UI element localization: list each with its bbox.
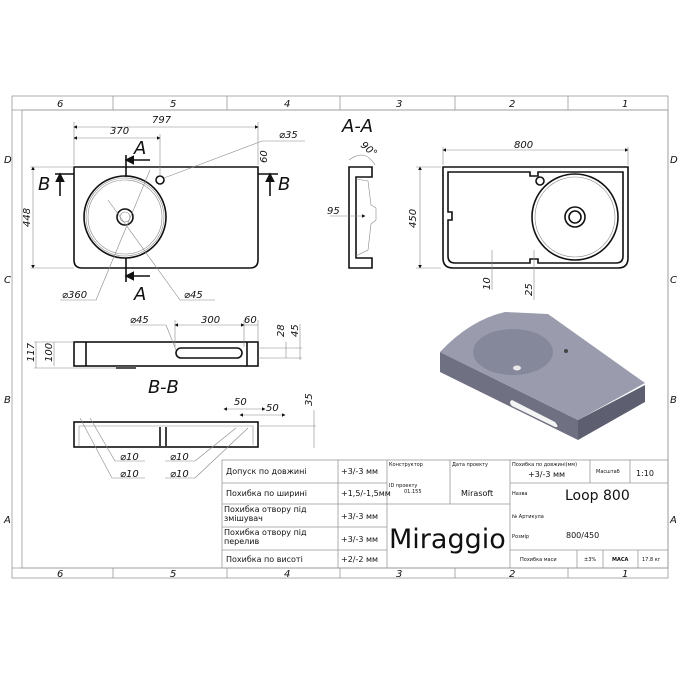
dim-60: 60 [259, 150, 270, 163]
product-3d-render [440, 312, 645, 440]
dim-hole-4: ⌀10 [170, 469, 189, 480]
section-a-top: A [133, 138, 146, 159]
dim-10: 10 [482, 277, 493, 290]
dim-797: 797 [152, 115, 172, 126]
tol-width-value: +1,5/-1,5мм [341, 489, 391, 498]
zone-col-1: 1 [622, 99, 628, 110]
zone-row-b: B [4, 395, 11, 406]
title-block: Допуск по довжині +3/-3 мм Похибка по ши… [221, 459, 669, 569]
name-label: Назва [512, 491, 528, 497]
dim-overflow-dia: ⌀35 [279, 130, 298, 141]
length-tol-label: Похибка по довжині(мм) [512, 462, 577, 468]
zone-col-3: 3 [396, 99, 402, 110]
dim-90-deg: 90° [358, 140, 379, 160]
scale-value: 1:10 [636, 469, 654, 478]
top-view: 800 450 10 25 [408, 140, 629, 300]
designer-label: Конструктор [389, 462, 423, 468]
render-drain [513, 365, 521, 371]
size-label: Розмір [512, 534, 529, 540]
product-name: Loop 800 [565, 488, 630, 504]
size-value: 800/450 [566, 531, 599, 540]
render-right-side [578, 385, 645, 440]
dim-50-a: 50 [234, 397, 247, 408]
zone-col-6-bottom: 6 [57, 569, 63, 580]
company-name: Mirasoft [461, 489, 493, 498]
dim-hole-1: ⌀10 [120, 452, 139, 463]
section-b-left: B [38, 174, 50, 195]
dim-50-b: 50 [266, 403, 279, 414]
section-aa-title: A-A [341, 116, 373, 137]
section-bb-view: ⌀45 300 60 28 45 117 100 B-B 50 50 35 ⌀1… [26, 315, 316, 480]
brand-logo: Miraggio [389, 524, 506, 555]
zone-row-b-right: B [670, 395, 677, 406]
length-tol-value: +3/-3 мм [528, 470, 565, 479]
tol-mixer-value: +3/-3 мм [341, 512, 378, 521]
mass-tol-value: ±3% [584, 557, 596, 563]
zone-row-c: C [4, 275, 11, 286]
zone-col-3-bottom: 3 [396, 569, 402, 580]
tol-width-label: Похибка по ширині [226, 489, 307, 498]
dim-drain-dia: ⌀45 [184, 290, 203, 301]
zone-col-4: 4 [284, 99, 290, 110]
render-overflow-hole [564, 349, 568, 353]
dim-28: 28 [276, 324, 287, 337]
section-b-right: B [278, 174, 290, 195]
dim-448: 448 [22, 208, 33, 227]
dim-hole-3: ⌀10 [170, 452, 189, 463]
zone-col-5-bottom: 5 [170, 569, 176, 580]
zone-labels: 6 5 4 3 2 1 6 5 4 3 2 1 D C B A D C B A [3, 99, 678, 580]
dim-300: 300 [201, 315, 220, 326]
tol-overflow-label: Похибка отвору під перелив [224, 528, 307, 546]
zone-col-5: 5 [170, 99, 176, 110]
dim-117: 117 [26, 342, 37, 362]
dim-25: 25 [524, 283, 535, 296]
date-label: Дата проекту [452, 462, 488, 468]
mass-value: 17.8 кг [642, 557, 661, 563]
section-aa-view: A-A 90° 95 [327, 116, 379, 269]
zone-col-2-bottom: 2 [509, 569, 515, 580]
zone-col-6: 6 [57, 99, 63, 110]
mass-tol-label: Похибка маси [520, 557, 557, 563]
zone-col-4-bottom: 4 [284, 569, 290, 580]
mass-label: МАСА [612, 557, 629, 563]
render-slot [510, 400, 558, 428]
tol-height-label: Похибка по висоті [226, 555, 303, 564]
scale-label: Масштаб [596, 469, 620, 475]
dim-95: 95 [327, 206, 340, 217]
section-bb-title: B-B [148, 377, 179, 398]
section-a-bottom: A [133, 284, 146, 305]
project-id-label: ID проекту [389, 483, 417, 489]
zone-col-2: 2 [509, 99, 515, 110]
dim-35: 35 [304, 393, 315, 406]
tol-length-label: Допуск по довжині [226, 467, 307, 476]
dim-slot-dia: ⌀45 [130, 315, 149, 326]
zone-row-a: A [3, 515, 11, 526]
tol-height-value: +2/-2 мм [341, 555, 378, 564]
dim-60-slot: 60 [244, 315, 257, 326]
project-id: 01.155 [404, 489, 422, 495]
zone-row-d: D [4, 155, 12, 166]
tol-length-value: +3/-3 мм [341, 467, 378, 476]
dim-hole-2: ⌀10 [120, 469, 139, 480]
dim-100: 100 [44, 343, 55, 362]
dim-370: 370 [110, 126, 129, 137]
plan-view: 797 370 ⌀35 60 448 ⌀360 ⌀45 A A B B [22, 115, 305, 305]
tol-mixer-label: Похибка отвору під змішувач [224, 505, 307, 523]
dim-800: 800 [514, 140, 533, 151]
zone-row-a-right: A [669, 515, 677, 526]
dim-basin-dia: ⌀360 [62, 290, 87, 301]
zone-row-c-right: C [670, 275, 677, 286]
dim-45: 45 [290, 324, 301, 337]
zone-row-d-right: D [670, 155, 678, 166]
zone-col-1-bottom: 1 [622, 569, 628, 580]
tol-overflow-value: +3/-3 мм [341, 535, 378, 544]
dim-450: 450 [408, 209, 419, 228]
render-basin [473, 329, 553, 375]
article-label: № Артикула [512, 514, 544, 520]
